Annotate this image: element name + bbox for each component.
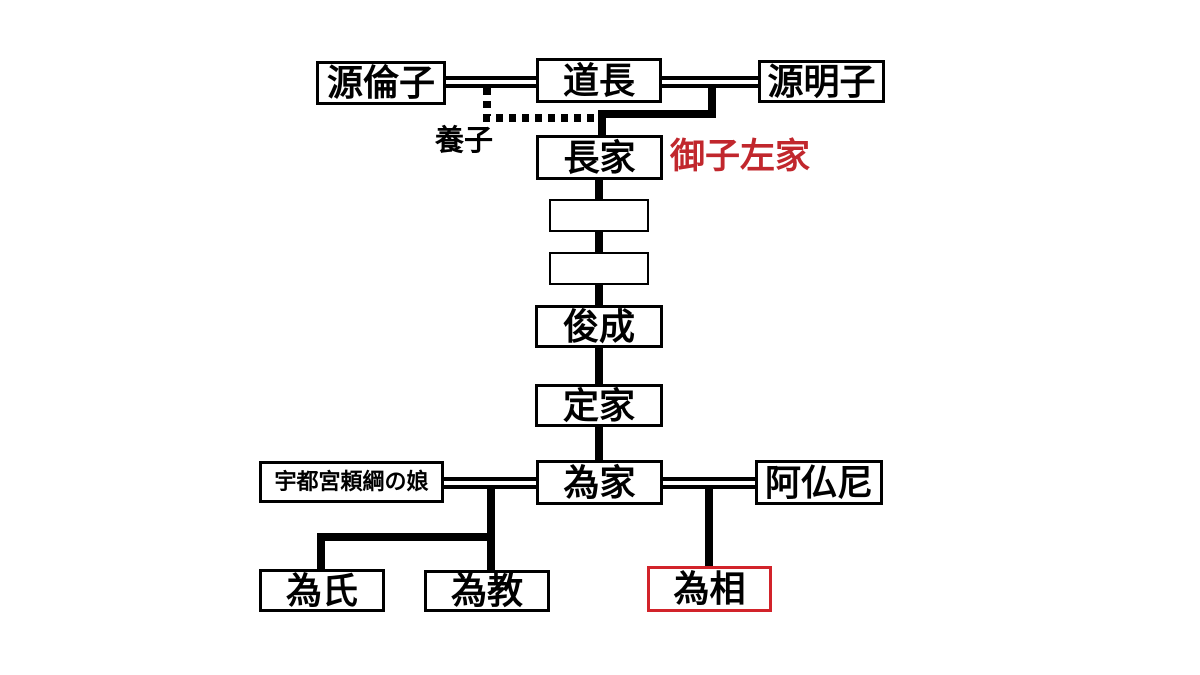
- person-box-unknown-1: [549, 199, 649, 232]
- person-box-nagaie: 長家: [536, 135, 663, 180]
- descent-line-to-tamesuke: [705, 487, 713, 568]
- person-box-shunzei: 俊成: [535, 305, 663, 348]
- descent-line-teika-tameie: [595, 426, 603, 462]
- person-box-utsunomiya-daughter: 宇都宮頼綱の娘: [259, 461, 444, 503]
- person-box-michinaga: 道長: [536, 58, 662, 103]
- adoption-dotted-line-vertical: [483, 88, 491, 116]
- adoption-dotted-line-horizontal: [483, 114, 601, 122]
- person-box-tamesuke-highlighted: 為相: [647, 566, 772, 612]
- marriage-line-rinshi-michinaga: [446, 76, 536, 88]
- marriage-line-tameie-abutsuni: [661, 477, 755, 489]
- person-box-tamenori: 為教: [424, 570, 550, 612]
- person-box-tameie: 為家: [536, 460, 663, 505]
- marriage-line-michinaga-meishi: [660, 76, 758, 88]
- descent-line-nagaie-unknown1: [595, 178, 603, 201]
- adoption-label: 養子: [435, 125, 494, 157]
- descent-line-jog: [598, 110, 716, 118]
- descent-line-to-nagaie: [598, 112, 606, 137]
- marriage-line-utsunomiya-tameie: [442, 477, 536, 489]
- sibling-line-tameuji-tamenori: [317, 533, 495, 541]
- person-box-tameuji: 為氏: [259, 569, 385, 612]
- person-box-unknown-2: [549, 252, 649, 285]
- person-box-teika: 定家: [535, 384, 663, 427]
- descent-line-unknown1-unknown2: [595, 231, 603, 254]
- descent-line-unknown2-shunzei: [595, 284, 603, 307]
- person-box-minamoto-rinshi: 源倫子: [316, 61, 446, 105]
- descent-line-shunzei-teika: [595, 347, 603, 386]
- person-box-abutsuni: 阿仏尼: [755, 460, 883, 505]
- person-box-minamoto-meishi: 源明子: [758, 60, 885, 103]
- descent-line-to-tameuji: [317, 533, 325, 571]
- descent-line-left-marriage-drop: [487, 487, 495, 572]
- mikohidari-family-label: 御子左家: [670, 137, 811, 176]
- descent-line-meishi-drop: [708, 84, 716, 118]
